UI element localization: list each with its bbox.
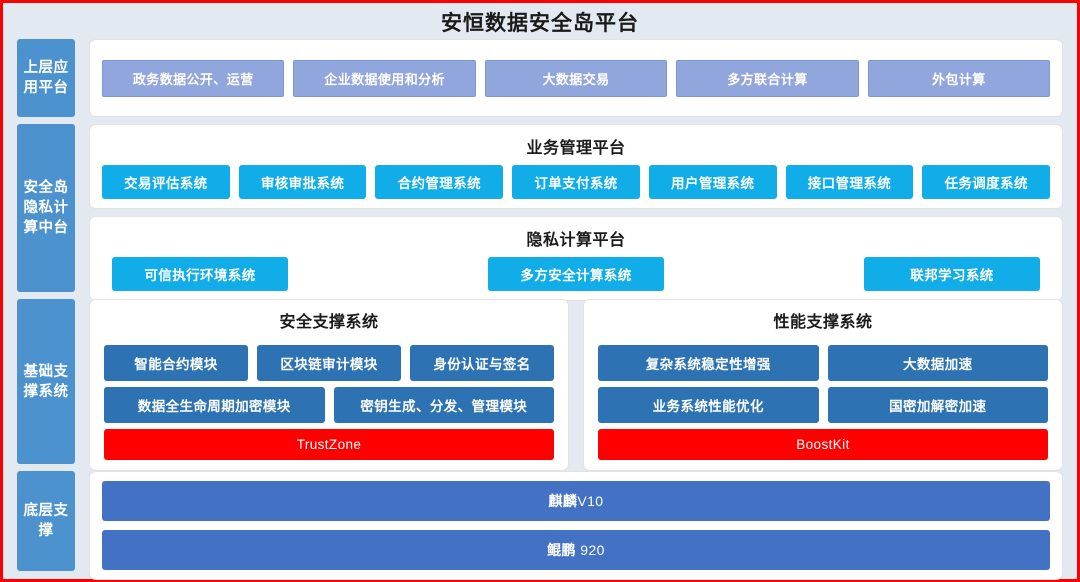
- application-platform-body: 政务数据公开、运营 企业数据使用和分析 大数据交易 多方联合计算 外包计算: [89, 39, 1063, 117]
- application-platform-card: 政务数据公开、运营 企业数据使用和分析 大数据交易 多方联合计算 外包计算: [89, 39, 1063, 117]
- biz-chip-task-scheduling[interactable]: 任务调度系统: [922, 165, 1051, 199]
- security-chip-blockchain-audit[interactable]: 区块链审计模块: [257, 345, 401, 381]
- band-midplatform: 安全岛隐私计算中台 业务管理平台 交易评估系统 审核审批系统 合约管理系统 订单…: [3, 124, 1077, 301]
- business-management-platform-card: 业务管理平台 交易评估系统 审核审批系统 合约管理系统 订单支付系统 用户管理系…: [89, 124, 1063, 209]
- biz-chip-trade-evaluation[interactable]: 交易评估系统: [102, 165, 230, 199]
- sidebar-label-application-platform: 上层应用平台: [17, 39, 75, 117]
- performance-footer-boostkit[interactable]: BoostKit: [598, 429, 1048, 460]
- performance-chip-business-optimization[interactable]: 业务系统性能优化: [598, 387, 819, 423]
- application-chip-row: 政务数据公开、运营 企业数据使用和分析 大数据交易 多方联合计算 外包计算: [102, 59, 1051, 97]
- biz-chip-order-payment[interactable]: 订单支付系统: [512, 165, 640, 199]
- privacy-chip-row: 可信执行环境系统 多方安全计算系统 联邦学习系统: [102, 257, 1050, 291]
- security-chip-lifecycle-encryption[interactable]: 数据全生命周期加密模块: [104, 387, 325, 423]
- band-base-support: 底层支撑 麒麟V10 鲲鹏 920: [3, 471, 1077, 580]
- page-title: 安恒数据安全岛平台: [441, 12, 639, 35]
- app-chip-multiparty-computing[interactable]: 多方联合计算: [676, 59, 859, 97]
- foundation-support-split: 安全支撑系统 智能合约模块 区块链审计模块 身份认证与签名 数据全生命周期加密模…: [89, 299, 1063, 471]
- base-bar-kunpeng-name: 鲲鹏: [547, 542, 576, 558]
- band-foundation-support: 基础支撑系统 安全支撑系统 智能合约模块 区块链审计模块 身份认证与签名 数据全…: [3, 299, 1077, 471]
- performance-chip-stability-enhancement[interactable]: 复杂系统稳定性增强: [598, 345, 819, 381]
- privacy-chip-mpc[interactable]: 多方安全计算系统: [488, 257, 664, 291]
- app-chip-government-data[interactable]: 政务数据公开、运营: [102, 59, 285, 97]
- base-bar-kylin-version: V10: [577, 493, 604, 509]
- base-support-body: 麒麟V10 鲲鹏 920: [89, 471, 1063, 580]
- base-bar-kylin[interactable]: 麒麟V10: [102, 481, 1050, 521]
- performance-support-system-card: 性能支撑系统 复杂系统稳定性增强 大数据加速 业务系统性能优化 国密加解密加速 …: [583, 299, 1063, 471]
- performance-support-system-title: 性能支撑系统: [773, 314, 873, 331]
- privacy-chip-federated-learning[interactable]: 联邦学习系统: [864, 257, 1040, 291]
- privacy-chip-tee[interactable]: 可信执行环境系统: [112, 257, 288, 291]
- security-support-row-2: 数据全生命周期加密模块 密钥生成、分发、管理模块: [104, 387, 554, 423]
- privacy-computing-platform-card: 隐私计算平台 可信执行环境系统 多方安全计算系统 联邦学习系统: [89, 216, 1063, 301]
- sidebar-label-midplatform: 安全岛隐私计算中台: [17, 124, 75, 292]
- band-application-platform: 上层应用平台 政务数据公开、运营 企业数据使用和分析 大数据交易 多方联合计算 …: [3, 39, 1077, 117]
- sidebar-label-base-support: 底层支撑: [17, 471, 75, 571]
- base-bar-kylin-name: 麒麟: [548, 493, 578, 509]
- security-chip-identity-signature[interactable]: 身份认证与签名: [410, 345, 554, 381]
- biz-chip-user-management[interactable]: 用户管理系统: [648, 165, 777, 199]
- app-chip-outsourced-computing[interactable]: 外包计算: [867, 59, 1051, 97]
- security-footer-trustzone[interactable]: TrustZone: [104, 429, 554, 460]
- security-support-system-title: 安全支撑系统: [279, 314, 379, 331]
- sidebar-label-foundation-support: 基础支撑系统: [17, 299, 75, 464]
- base-support-bar-stack: 麒麟V10 鲲鹏 920: [102, 481, 1050, 570]
- app-chip-bigdata-trading[interactable]: 大数据交易: [484, 59, 668, 97]
- security-support-system-card: 安全支撑系统 智能合约模块 区块链审计模块 身份认证与签名 数据全生命周期加密模…: [89, 299, 569, 471]
- security-chip-smart-contract[interactable]: 智能合约模块: [104, 345, 248, 381]
- biz-chip-review-approval[interactable]: 审核审批系统: [238, 165, 367, 199]
- performance-support-row-1: 复杂系统稳定性增强 大数据加速: [598, 345, 1048, 381]
- performance-chip-bigdata-acceleration[interactable]: 大数据加速: [827, 345, 1048, 381]
- biz-chip-interface-management[interactable]: 接口管理系统: [785, 165, 914, 199]
- base-support-card: 麒麟V10 鲲鹏 920: [89, 471, 1063, 580]
- midplatform-body: 业务管理平台 交易评估系统 审核审批系统 合约管理系统 订单支付系统 用户管理系…: [89, 124, 1063, 301]
- base-bar-kunpeng[interactable]: 鲲鹏 920: [102, 530, 1050, 570]
- security-support-row-1: 智能合约模块 区块链审计模块 身份认证与签名: [104, 345, 554, 381]
- base-bar-kunpeng-version: 920: [575, 542, 605, 558]
- security-chip-key-management[interactable]: 密钥生成、分发、管理模块: [333, 387, 554, 423]
- foundation-support-body: 安全支撑系统 智能合约模块 区块链审计模块 身份认证与签名 数据全生命周期加密模…: [89, 299, 1063, 471]
- privacy-computing-platform-title: 隐私计算平台: [526, 232, 626, 249]
- biz-chip-contract-management[interactable]: 合约管理系统: [375, 165, 504, 199]
- business-chip-row: 交易评估系统 审核审批系统 合约管理系统 订单支付系统 用户管理系统 接口管理系…: [102, 165, 1051, 199]
- performance-support-row-2: 业务系统性能优化 国密加解密加速: [598, 387, 1048, 423]
- app-chip-enterprise-data[interactable]: 企业数据使用和分析: [293, 59, 476, 97]
- performance-chip-sm-crypto-acceleration[interactable]: 国密加解密加速: [827, 387, 1048, 423]
- business-management-platform-title: 业务管理平台: [526, 140, 626, 157]
